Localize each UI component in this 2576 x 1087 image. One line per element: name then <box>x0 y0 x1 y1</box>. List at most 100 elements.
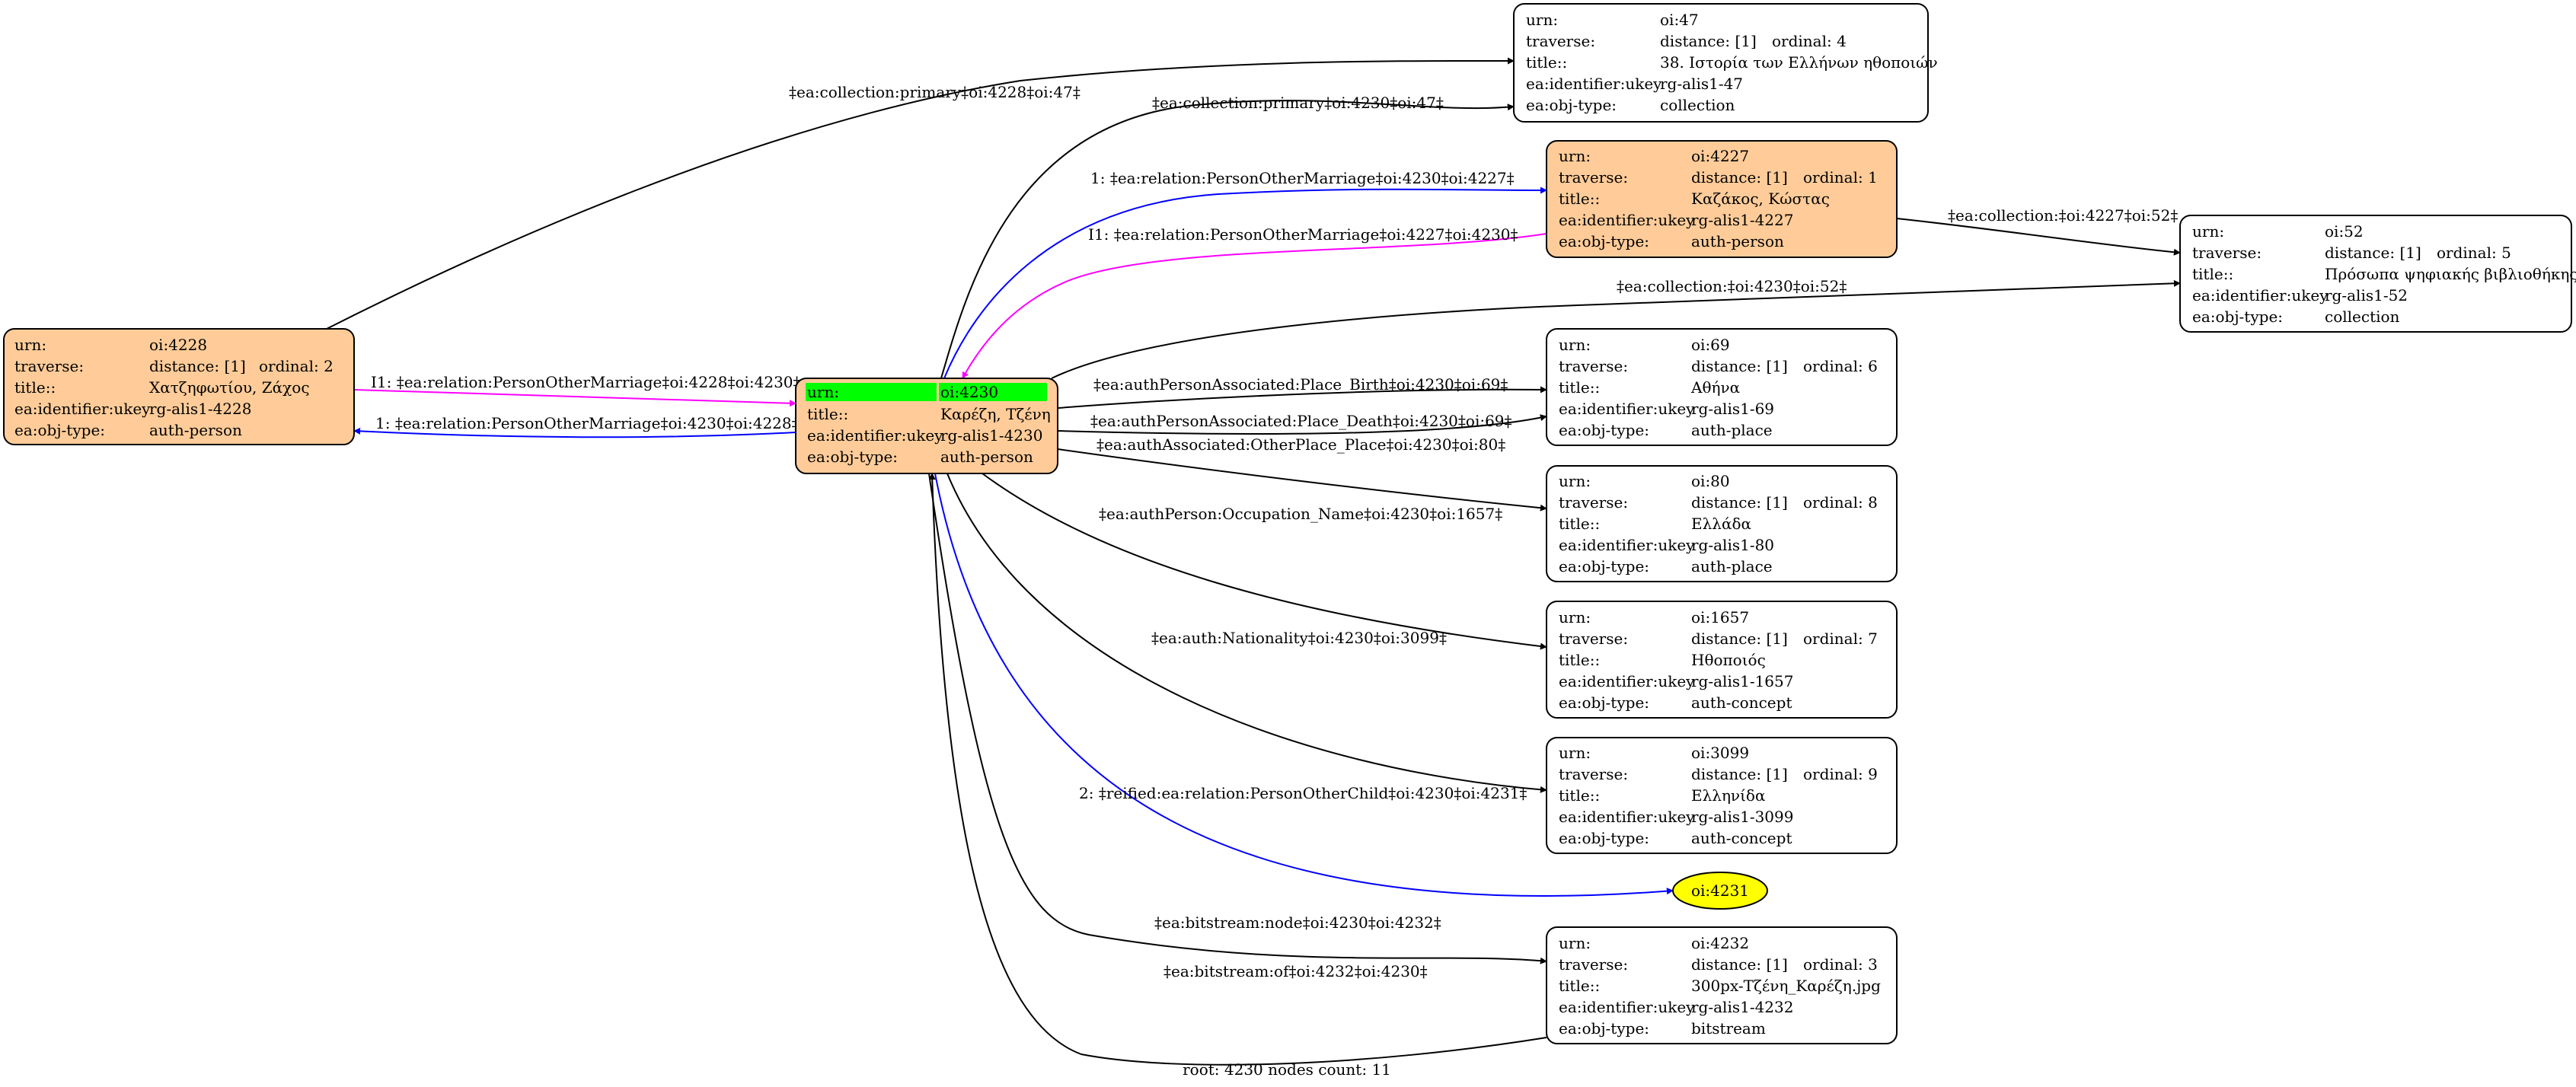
field-label-title: title:: <box>807 405 848 423</box>
field-label-objtype: ea:obj-type: <box>1559 232 1649 250</box>
edge-label: ‡ea:collection:‡oi:4227‡oi:52‡ <box>1948 206 2178 225</box>
edge-label: ‡ea:authPersonAssociated:Place_Birth‡oi:… <box>1093 375 1508 394</box>
field-label-urn: urn: <box>1559 336 1591 354</box>
node-identifier: rg-alis1-1657 <box>1691 672 1793 690</box>
graph-footer: root: 4230 nodes count: 11 <box>1183 1060 1391 1079</box>
node-urn: oi:4227 <box>1691 147 1749 165</box>
edge-label: I1: ‡ea:relation:PersonOtherMarriage‡oi:… <box>371 373 801 391</box>
node-oi4228[interactable]: urn: oi:4228 traverse: distance: [1] ord… <box>3 328 355 445</box>
field-label-urn: urn: <box>1559 934 1591 952</box>
node-distance: distance: [1] <box>1691 493 1788 512</box>
node-ordinal: ordinal: 2 <box>259 357 334 375</box>
field-label-urn: urn: <box>1559 608 1591 626</box>
node-title: Καζάκος, Κώστας <box>1691 190 1830 208</box>
node-objtype: auth-place <box>1691 421 1773 439</box>
node-identifier: rg-alis1-69 <box>1691 400 1774 418</box>
field-label-traverse: traverse: <box>1559 168 1628 186</box>
node-oi4227[interactable]: urn: oi:4227 traverse: distance: [1] ord… <box>1546 140 1898 258</box>
root-highlight-value <box>939 383 1047 401</box>
node-distance: distance: [1] <box>1691 630 1788 648</box>
node-distance: distance: [1] <box>1691 765 1788 783</box>
root-highlight-label <box>806 383 937 401</box>
edge-other-place-4230-80: ‡ea:authAssociated:OtherPlace_Place‡oi:4… <box>1057 435 1547 512</box>
edge-marriage-4230-4228: 1: ‡ea:relation:PersonOtherMarriage‡oi:4… <box>353 414 800 438</box>
field-label-identifier: ea:identifier:ukey <box>1559 998 1695 1016</box>
node-ordinal: ordinal: 4 <box>1772 32 1847 50</box>
node-identifier: rg-alis1-52 <box>2325 286 2408 304</box>
node-oi4231-ellipse[interactable]: oi:4231 <box>1672 872 1768 910</box>
edge-collection-4227-52: ‡ea:collection:‡oi:4227‡oi:52‡ <box>1896 206 2181 256</box>
node-urn: oi:52 <box>2325 222 2364 241</box>
field-label-objtype: ea:obj-type: <box>2192 308 2283 326</box>
field-label-title: title:: <box>1559 977 1600 995</box>
edge-collection-primary-4230-47: ‡ea:collection:primary‡oi:4230‡oi:47‡ <box>940 94 1515 379</box>
node-oi80[interactable]: urn: oi:80 traverse: distance: [1] ordin… <box>1546 465 1898 582</box>
field-label-objtype: ea:obj-type: <box>1559 421 1649 439</box>
node-urn: oi:47 <box>1660 11 1699 29</box>
edge-label: I1: ‡ea:relation:PersonOtherMarriage‡oi:… <box>1088 225 1518 244</box>
field-label-identifier: ea:identifier:ukey <box>1559 211 1695 229</box>
node-oi47[interactable]: urn: oi:47 traverse: distance: [1] ordin… <box>1513 3 1938 123</box>
nodes-layer: urn: oi:4228 traverse: distance: [1] ord… <box>3 3 2576 1044</box>
node-label: oi:4231 <box>1691 881 1749 900</box>
node-ordinal: ordinal: 9 <box>1803 765 1878 783</box>
edge-place-birth-4230-69: ‡ea:authPersonAssociated:Place_Birth‡oi:… <box>1057 375 1547 409</box>
field-label-objtype: ea:obj-type: <box>1559 557 1649 575</box>
node-oi3099[interactable]: urn: oi:3099 traverse: distance: [1] ord… <box>1546 737 1898 854</box>
node-title: Πρόσωπα ψηφιακής βιβλιοθήκης <box>2325 265 2576 283</box>
field-label-identifier: ea:identifier:ukey <box>1559 672 1695 690</box>
field-label-urn: urn: <box>2192 222 2224 241</box>
node-oi69[interactable]: urn: oi:69 traverse: distance: [1] ordin… <box>1546 328 1898 446</box>
edge-label: ‡ea:authPerson:Occupation_Name‡oi:4230‡o… <box>1099 505 1502 523</box>
field-label-urn: urn: <box>1559 744 1591 762</box>
edge-collection-primary-4228-47: ‡ea:collection:primary‡oi:4228‡oi:47‡ <box>323 57 1515 331</box>
node-distance: distance: [1] <box>1691 955 1788 974</box>
field-label-title: title:: <box>1559 378 1600 397</box>
node-oi4232[interactable]: urn: oi:4232 traverse: distance: [1] ord… <box>1546 926 1898 1044</box>
field-label-traverse: traverse: <box>1559 493 1628 512</box>
field-label-title: title:: <box>1559 190 1600 208</box>
edge-place-death-4230-69: ‡ea:authPersonAssociated:Place_Death‡oi:… <box>1057 412 1547 435</box>
edge-label: ‡ea:bitstream:node‡oi:4230‡oi:4232‡ <box>1154 913 1441 932</box>
edge-label: ‡ea:authPersonAssociated:Place_Death‡oi:… <box>1090 412 1512 430</box>
field-label-objtype: ea:obj-type: <box>807 448 898 466</box>
node-objtype: collection <box>2325 308 2400 326</box>
edge-marriage-4227-4230: I1: ‡ea:relation:PersonOtherMarriage‡oi:… <box>962 225 1547 379</box>
edge-marriage-4228-4230: I1: ‡ea:relation:PersonOtherMarriage‡oi:… <box>353 373 801 407</box>
node-oi52[interactable]: urn: oi:52 traverse: distance: [1] ordin… <box>2179 215 2576 333</box>
edge-occupation-4230-1657: ‡ea:authPerson:Occupation_Name‡oi:4230‡o… <box>982 473 1547 650</box>
node-identifier: rg-alis1-4227 <box>1691 211 1793 229</box>
node-distance: distance: [1] <box>149 357 246 375</box>
field-label-identifier: ea:identifier:ukey <box>1559 400 1695 418</box>
node-identifier: rg-alis1-4232 <box>1691 998 1793 1016</box>
node-title: Ελλάδα <box>1691 515 1751 533</box>
field-label-traverse: traverse: <box>1559 630 1628 648</box>
node-oi4230-root[interactable]: urn: oi:4230 title:: Καρέζη, Τζένη ea:id… <box>795 378 1058 474</box>
field-label-traverse: traverse: <box>1559 765 1628 783</box>
node-objtype: collection <box>1660 96 1735 114</box>
edge-label: ‡ea:collection:primary‡oi:4230‡oi:47‡ <box>1152 94 1444 112</box>
node-objtype: auth-person <box>940 448 1033 466</box>
field-label-identifier: ea:identifier:ukey <box>14 400 151 418</box>
field-label-objtype: ea:obj-type: <box>1559 693 1649 712</box>
field-label-traverse: traverse: <box>2192 244 2262 262</box>
node-ordinal: ordinal: 7 <box>1803 630 1878 648</box>
field-label-urn: urn: <box>1559 472 1591 490</box>
node-urn: oi:4230 <box>940 383 998 401</box>
field-label-urn: urn: <box>807 383 839 401</box>
node-oi1657[interactable]: urn: oi:1657 traverse: distance: [1] ord… <box>1546 601 1898 719</box>
field-label-objtype: ea:obj-type: <box>1526 96 1617 114</box>
node-objtype: bitstream <box>1691 1019 1766 1038</box>
field-label-identifier: ea:identifier:ukey <box>1559 808 1695 826</box>
edge-label: 2: ‡reified:ea:relation:PersonOtherChild… <box>1079 784 1527 802</box>
node-ordinal: ordinal: 6 <box>1803 357 1878 375</box>
node-title: Καρέζη, Τζένη <box>940 405 1051 423</box>
node-urn: oi:80 <box>1691 472 1730 490</box>
field-label-urn: urn: <box>1526 11 1558 29</box>
node-urn: oi:1657 <box>1691 608 1749 626</box>
edge-label: ‡ea:collection:‡oi:4230‡oi:52‡ <box>1617 277 1847 295</box>
field-label-identifier: ea:identifier:ukey <box>2192 286 2329 304</box>
edge-label: 1: ‡ea:relation:PersonOtherMarriage‡oi:4… <box>375 414 800 432</box>
field-label-identifier: ea:identifier:ukey <box>807 426 943 445</box>
node-ordinal: ordinal: 8 <box>1803 493 1878 512</box>
